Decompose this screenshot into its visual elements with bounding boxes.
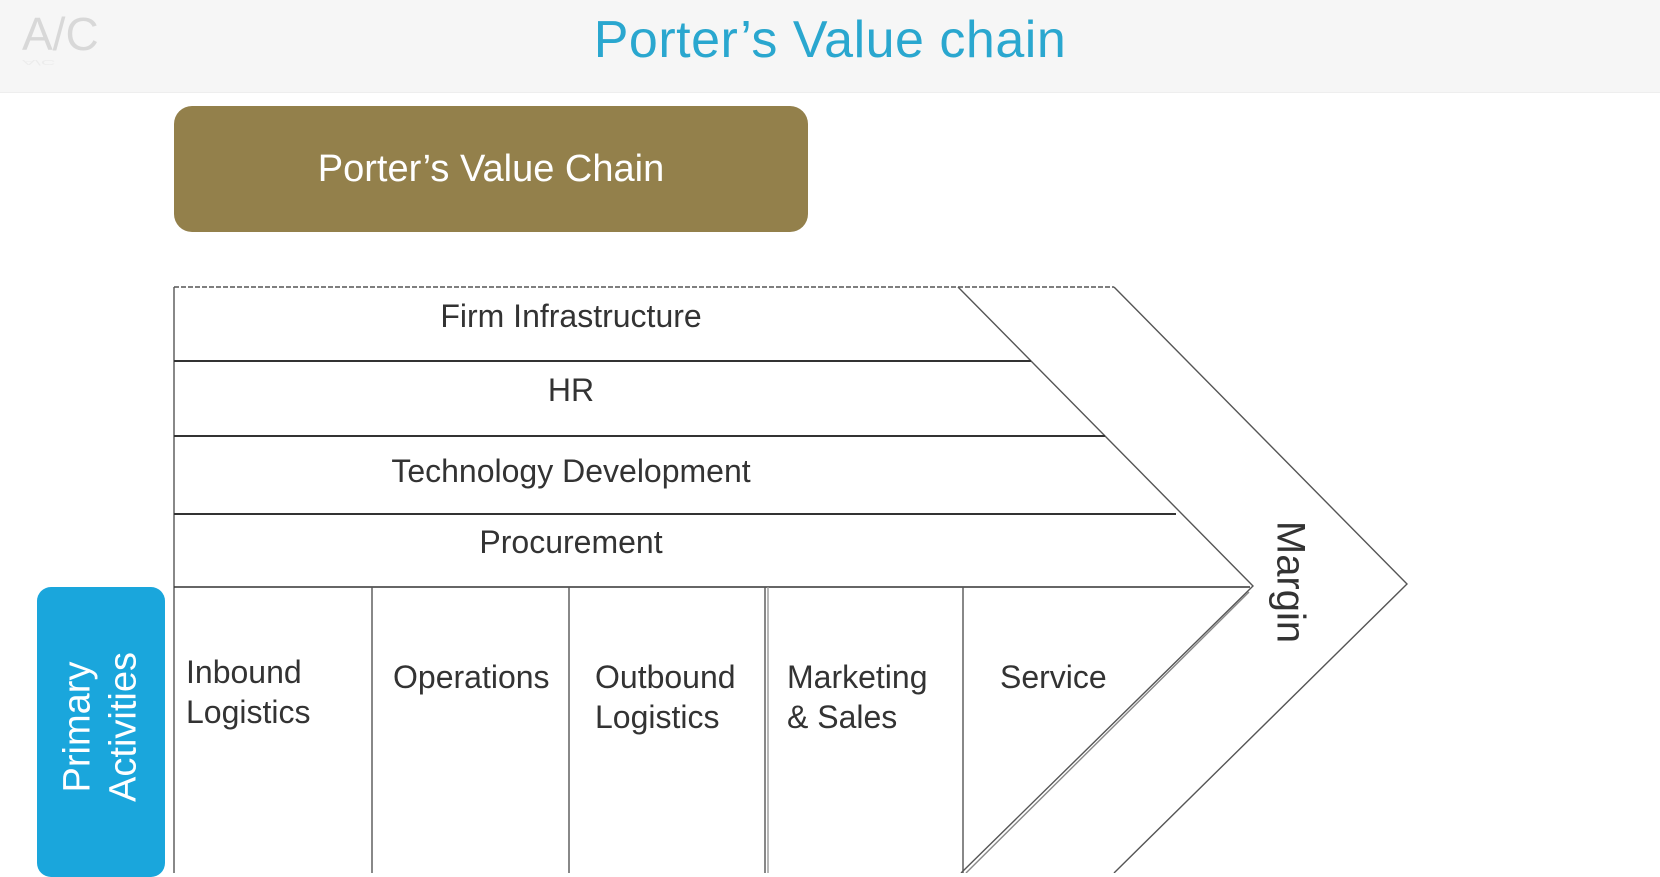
primary-outbound-logistics: Outbound Logistics bbox=[595, 659, 736, 735]
primary-inbound-logistics: Inbound Logistics bbox=[186, 654, 311, 730]
inner-chevron-shadow bbox=[965, 591, 1250, 873]
value-chain-banner-label: Porter’s Value Chain bbox=[317, 147, 665, 190]
svg-text:A/C: A/C bbox=[22, 8, 99, 60]
primary-marketing-sales: Marketing & Sales bbox=[787, 659, 928, 735]
inner-chevron bbox=[957, 286, 1254, 873]
primary-activities-label: Primary Activities bbox=[56, 652, 144, 802]
support-hr: HR bbox=[547, 372, 595, 408]
page-title: Porter’s Value chain bbox=[593, 11, 1067, 69]
ac-logo: A/C A/C bbox=[22, 8, 99, 66]
outer-chevron bbox=[1113, 286, 1408, 873]
value-chain-banner: Porter’s Value Chain bbox=[174, 106, 808, 232]
svg-text:A/C: A/C bbox=[22, 58, 56, 66]
margin-label: Margin bbox=[1268, 520, 1313, 644]
primary-operations: Operations bbox=[393, 659, 550, 695]
support-firm-infrastructure: Firm Infrastructure bbox=[440, 298, 702, 334]
header-bar: A/C A/C Porter’s Value chain bbox=[0, 0, 1660, 93]
primary-service: Service bbox=[1000, 659, 1107, 695]
support-procurement: Procurement bbox=[479, 524, 663, 560]
support-technology-development: Technology Development bbox=[391, 453, 751, 489]
primary-activities-tag: Primary Activities bbox=[37, 587, 165, 877]
